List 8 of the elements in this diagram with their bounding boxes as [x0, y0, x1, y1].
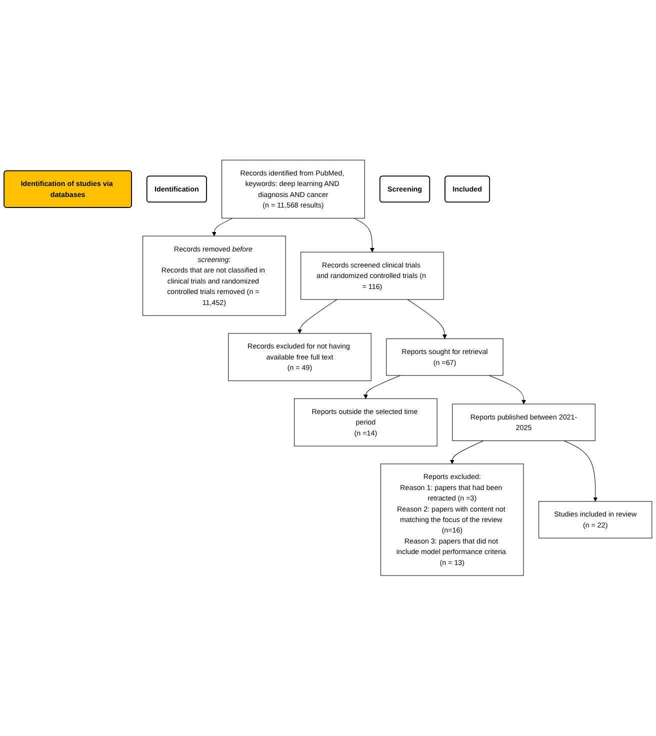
arrow — [212, 218, 233, 236]
arrow — [488, 375, 526, 404]
arrow — [353, 218, 374, 252]
arrow — [297, 299, 338, 334]
arrow — [363, 375, 401, 400]
arrow — [407, 299, 447, 340]
arrow — [450, 440, 484, 464]
arrow — [564, 440, 598, 502]
